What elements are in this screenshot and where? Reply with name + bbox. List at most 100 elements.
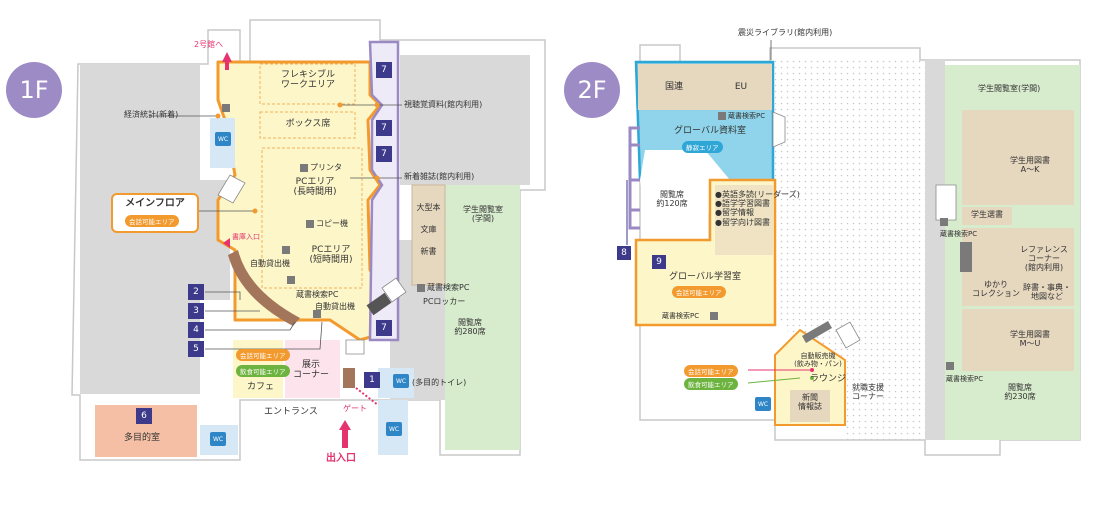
reference-line2: コーナー xyxy=(1028,254,1060,264)
multipurpose-toilet-label: (多目的トイレ) xyxy=(412,378,467,387)
marker-5: 5 xyxy=(193,344,199,354)
student-reading-room-2f-label: 学生閲覧室(学間) xyxy=(978,84,1041,93)
vending-line1: 自動販売機 xyxy=(800,352,836,360)
lounge-label: ラウンジ xyxy=(810,374,847,384)
marker-4: 4 xyxy=(193,325,199,335)
exhibition-line2: コーナー xyxy=(292,370,329,381)
student-books-ak-label: 学生用図書 A〜K xyxy=(990,156,1070,174)
student-books-ak-area xyxy=(962,110,1074,205)
oversize-books-label: 大型本 xyxy=(416,203,441,212)
un-label: 国連 xyxy=(664,82,683,92)
pc-area-box xyxy=(261,147,363,289)
language-list: ●英語多読(リーダーズ) ●語学学習図書 ●留学情報 ●留学向け図書 xyxy=(715,190,800,227)
catalog-pc-2f-3-label: 蔵書検索PC xyxy=(940,230,978,238)
reading-seats-280-line2: 約280席 xyxy=(454,327,486,337)
marker-8-label: 8 xyxy=(621,248,627,258)
floor-2-badge: 2F xyxy=(564,62,620,118)
printer-label: プリンタ xyxy=(310,163,342,172)
stairs-2f xyxy=(772,111,957,349)
books-mu-line2: M〜U xyxy=(1019,339,1041,349)
flexible-work-area-line1: フレキシブル xyxy=(280,70,335,80)
student-reading-room-1f-area xyxy=(445,185,520,450)
new-magazines-label: 新着雑誌(館内利用) xyxy=(404,172,475,181)
main-floor-conversation-tag: 会話可能エリア xyxy=(125,215,179,227)
career-line2: コーナー xyxy=(852,392,884,402)
pc-area-long-line2: (長時間用) xyxy=(293,187,337,198)
av-strip xyxy=(368,40,400,342)
cafe-conversation-tag: 会話可能エリア xyxy=(236,349,290,361)
marker-2: 2 xyxy=(193,287,199,297)
global-materials-label: グローバル資料室 xyxy=(674,126,746,136)
vending-label: 自動販売機 (飲み物・パン) xyxy=(783,352,853,368)
lounge-food-tag: 飲食可能エリア xyxy=(684,378,738,390)
floor-1-badge: 1F xyxy=(6,62,62,118)
catalog-pc-label: 蔵書検索PC xyxy=(296,290,339,299)
shinsho-label: 新書 xyxy=(420,247,437,256)
books-mu-line1: 学生用図書 xyxy=(1010,330,1050,339)
global-learning-label: グローバル学習室 xyxy=(669,272,741,282)
floor-2-map xyxy=(617,40,1081,456)
marker-7-mid2: 7 xyxy=(381,149,387,159)
wc-icon-1f-south: WC xyxy=(386,422,402,436)
reading-seats-230-label: 閲覧席 約230席 xyxy=(990,383,1050,401)
reading-seats-280-line1: 閲覧席 xyxy=(458,318,482,327)
list-item: ●留学情報 xyxy=(715,208,754,218)
exhibition-corner-label: 展示 コーナー xyxy=(286,360,336,381)
list-item: ●語学学習図書 xyxy=(715,199,770,209)
bunko-label: 文庫 xyxy=(420,225,437,234)
oversize-shelf xyxy=(411,184,446,286)
yukari-line1: ゆかり xyxy=(984,280,1008,289)
pc-locker-label: PCロッカー xyxy=(423,297,466,306)
multipurpose-room-label: 多目的室 xyxy=(124,433,161,443)
wc-icon-1f-west: WC xyxy=(210,432,226,446)
marker-7-mid1: 7 xyxy=(381,123,387,133)
catalog-pc-2f-label: 蔵書検索PC xyxy=(728,112,766,120)
lounge-conversation-tag: 会話可能エリア xyxy=(684,365,738,377)
student-reading-room-1f-line1: 学生閲覧室 xyxy=(463,205,503,214)
stacks-ramp xyxy=(228,250,300,326)
pc-area-short-line1: PCエリア xyxy=(311,245,351,255)
marker-6: 6 xyxy=(141,411,147,421)
stacks-arrow xyxy=(223,238,230,248)
main-floor-callout: メインフロア 会話可能エリア xyxy=(111,193,199,233)
marker-1: 1 xyxy=(369,375,375,385)
stacks-entrance-label: 書庫入口 xyxy=(232,233,260,241)
quiet-area-tag: 静寂エリア xyxy=(682,141,723,153)
student-selection-label: 学生選書 xyxy=(971,210,1003,219)
dict-line1: 辞書・事典・ xyxy=(1023,283,1071,292)
yukari-line2: コレクション xyxy=(972,289,1020,299)
newspapers-area xyxy=(790,390,830,422)
student-books-mu-area xyxy=(962,309,1074,371)
student-books-mu-label: 学生用図書 M〜U xyxy=(990,330,1070,348)
books-ak-line1: 学生用図書 xyxy=(1010,156,1050,165)
marker-9 xyxy=(652,255,666,269)
copier-label: コピー機 xyxy=(316,219,348,228)
dict-line2: 地図など xyxy=(1031,292,1063,302)
catalog-pc-2-label: 蔵書検索PC xyxy=(427,283,470,292)
reference-line1: レファレンス xyxy=(1020,245,1068,254)
student-reading-room-1f-label: 学生閲覧室 (学間) xyxy=(450,205,516,223)
flexible-work-area-box xyxy=(259,63,356,105)
marker-7-bottom: 7 xyxy=(381,323,387,333)
newspapers-line1: 新聞 xyxy=(802,393,818,402)
career-line1: 就職支援 xyxy=(852,383,884,392)
cafe-food-tag: 飲食可能エリア xyxy=(236,365,290,377)
cafe-label: カフェ xyxy=(247,382,275,392)
gate-label: ゲート xyxy=(343,404,367,413)
disaster-library-label: 震災ライブラリ(館内利用) xyxy=(738,28,833,37)
reading-seats-230-line2: 約230席 xyxy=(1004,392,1036,402)
building2-arrow xyxy=(222,52,232,70)
main-floor-label: メインフロア xyxy=(125,198,185,209)
reference-corner-label: レファレンス コーナー (館内利用) xyxy=(1010,245,1078,273)
reference-corner-area xyxy=(962,228,1074,306)
vending-line2: (飲み物・パン) xyxy=(794,360,842,369)
dictionaries-label: 辞書・事典・ 地図など xyxy=(1018,283,1076,301)
gate-line xyxy=(355,387,379,406)
reading-seats-120-line2: 約120席 xyxy=(656,199,688,209)
student-reading-room-1f-line2: (学間) xyxy=(471,214,495,224)
marker-8 xyxy=(617,246,631,260)
yukari-collection-label: ゆかり コレクション xyxy=(970,280,1022,298)
box-seats-label: ボックス席 xyxy=(285,119,331,129)
to-building2-label: 2号館へ xyxy=(194,40,224,49)
pc-area-long-label: PCエリア (長時間用) xyxy=(270,177,360,198)
